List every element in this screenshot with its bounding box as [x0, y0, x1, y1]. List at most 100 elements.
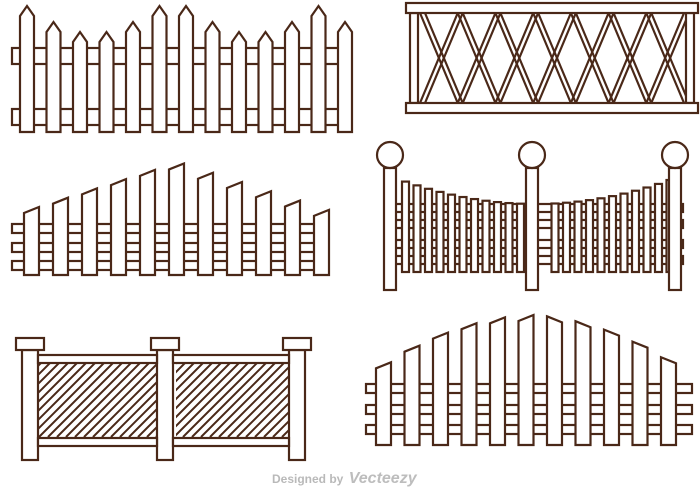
hatch-line — [137, 355, 221, 437]
hatch-line — [227, 355, 289, 437]
picket — [71, 30, 89, 134]
picket — [257, 30, 274, 134]
hatch-line — [83, 355, 167, 437]
bottom-rail — [171, 436, 291, 448]
top-rail — [171, 353, 291, 365]
watermark-prefix: Designed by — [272, 472, 344, 486]
picket — [492, 200, 503, 274]
picket — [151, 4, 168, 134]
post — [667, 166, 683, 292]
picket — [98, 30, 115, 134]
hatch-line — [38, 355, 95, 437]
top-rail — [36, 353, 159, 365]
hatch-line — [74, 355, 158, 437]
hatch-line — [38, 355, 77, 437]
picket — [607, 195, 618, 274]
fence-lattice — [404, 1, 700, 115]
hatch-line — [38, 355, 122, 437]
picket — [584, 199, 595, 274]
lattice-bar — [494, 12, 535, 104]
fence-ball-post — [375, 140, 690, 292]
bottom-rail — [36, 436, 159, 448]
picket — [138, 168, 157, 277]
lattice-bar — [461, 12, 502, 104]
post — [684, 11, 696, 105]
picket — [653, 182, 664, 274]
lattice-bar — [418, 12, 459, 104]
picket — [517, 313, 535, 447]
picket — [230, 30, 248, 134]
picket — [446, 193, 457, 274]
hatch-line — [191, 355, 275, 437]
hatch-line — [38, 355, 86, 437]
picket — [310, 4, 327, 134]
picket — [631, 340, 649, 447]
picket — [630, 189, 641, 274]
post-cap — [281, 336, 313, 352]
lattice-bar — [423, 12, 464, 104]
picket — [469, 197, 480, 274]
hatch-line — [38, 355, 113, 437]
lattice-bar — [612, 12, 653, 104]
hatch-line — [263, 355, 289, 437]
picket — [400, 180, 411, 274]
picket — [561, 201, 572, 274]
picket — [574, 319, 592, 447]
picket — [336, 20, 354, 134]
lattice-bar — [650, 12, 691, 104]
lattice-bar — [456, 12, 497, 104]
hatch-line — [47, 355, 131, 437]
lattice-bar — [499, 12, 540, 104]
picket — [642, 186, 652, 274]
hatch-line — [245, 355, 289, 437]
hatch-line — [56, 355, 140, 437]
hatch-line — [254, 355, 289, 437]
picket — [51, 196, 70, 277]
picket — [124, 20, 142, 134]
picket — [573, 200, 583, 274]
post — [408, 11, 420, 105]
picket — [403, 344, 421, 447]
picket — [196, 171, 215, 277]
hatch-line — [218, 355, 289, 437]
picket — [374, 360, 393, 447]
post-cap — [149, 336, 181, 352]
picket — [488, 315, 507, 447]
hatch-line — [38, 355, 68, 437]
picket — [423, 187, 434, 274]
picket — [254, 189, 273, 277]
hatch-line — [200, 355, 284, 437]
picket — [283, 198, 302, 277]
post-ball — [660, 140, 690, 170]
top-rail — [404, 1, 700, 15]
hatch-line — [164, 355, 248, 437]
picket — [167, 161, 186, 277]
post-ball — [375, 140, 405, 170]
picket — [22, 205, 41, 277]
lattice-bar — [537, 12, 577, 104]
picket — [550, 202, 560, 274]
hatch-line — [236, 355, 289, 437]
lattice-bar — [607, 12, 648, 104]
picket — [596, 197, 606, 274]
picket — [619, 192, 629, 274]
hatch-line — [110, 355, 194, 437]
picket — [431, 331, 450, 447]
fence-arched — [364, 313, 694, 447]
picket — [481, 199, 491, 274]
lattice-bar — [574, 12, 615, 104]
fence-flat-picket — [10, 161, 331, 277]
picket — [458, 195, 468, 274]
post — [20, 348, 40, 462]
lattice-bar — [645, 12, 686, 104]
hatch-line — [65, 355, 149, 437]
picket — [460, 321, 478, 447]
bottom-rail — [404, 101, 700, 115]
hatch-line — [38, 355, 59, 437]
picket — [45, 20, 62, 134]
picket — [204, 20, 221, 134]
picket — [283, 20, 301, 134]
watermark: Designed by Vecteezy — [272, 470, 417, 488]
